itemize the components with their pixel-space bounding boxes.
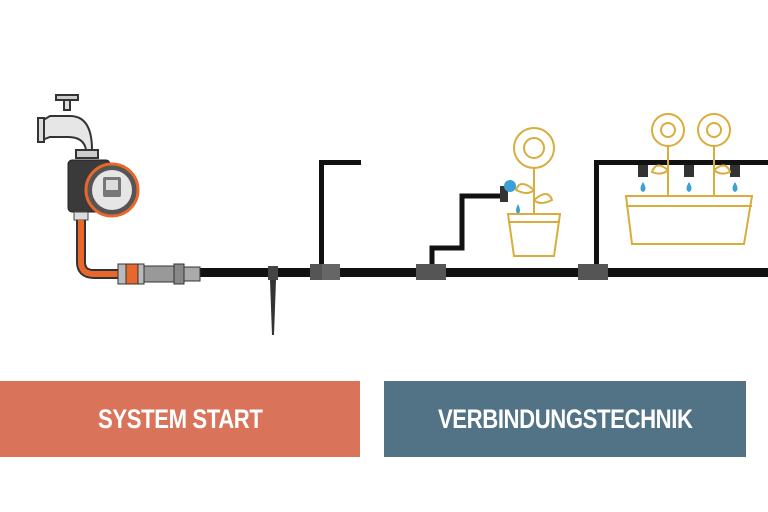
verbindungstechnik-button[interactable]: VERBINDUNGSTECHNIK <box>384 381 746 457</box>
irrigation-system-illustration <box>37 94 768 335</box>
sunflower-pot-icon <box>506 127 562 257</box>
hose <box>76 220 120 279</box>
system-start-label: SYSTEM START <box>97 403 263 434</box>
water-timer-icon <box>67 159 140 221</box>
planter-box-icon <box>624 113 754 245</box>
riser-1 <box>310 160 361 280</box>
faucet-icon <box>37 94 99 159</box>
riser-3 <box>578 160 768 280</box>
riser-2 <box>416 180 520 280</box>
main-pipe <box>200 268 768 277</box>
ground-spike <box>268 266 278 335</box>
verbindungstechnik-label: VERBINDUNGSTECHNIK <box>437 403 693 434</box>
system-start-button[interactable]: SYSTEM START <box>0 381 360 457</box>
hose-connector <box>117 263 201 285</box>
